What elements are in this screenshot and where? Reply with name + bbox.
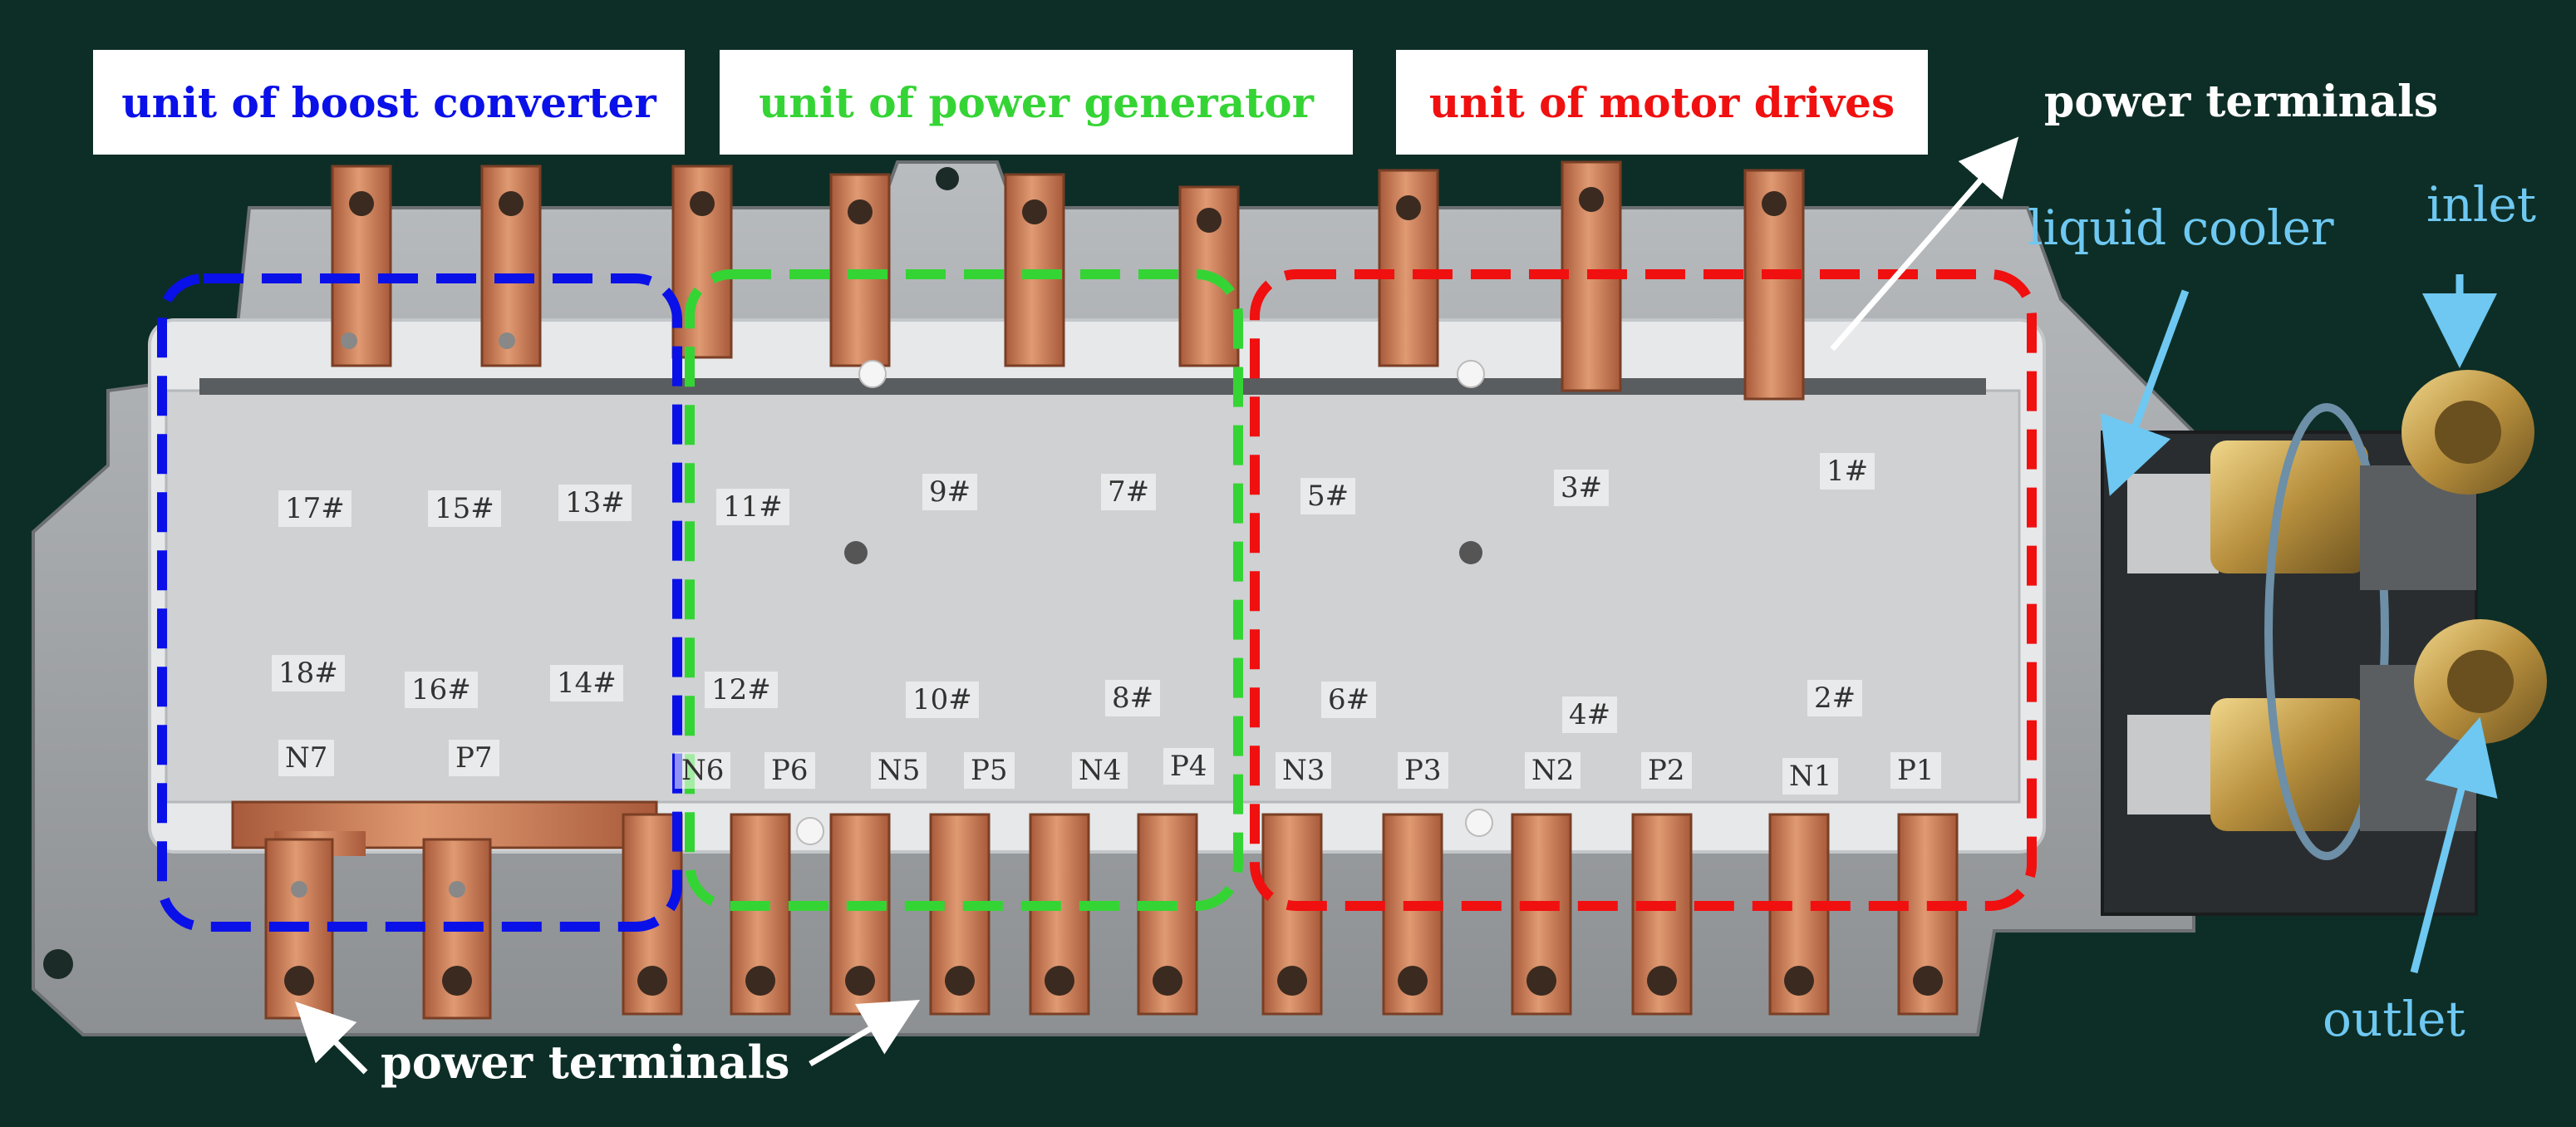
boost-outline	[157, 273, 682, 932]
label-boost-converter: unit of boost converter	[93, 50, 685, 155]
terminal-N1: N1	[1782, 758, 1839, 795]
copper-terminal	[730, 813, 791, 1016]
motor-outline	[1250, 269, 2037, 911]
terminal-N3: N3	[1276, 752, 1332, 789]
copper-terminal	[1029, 813, 1090, 1016]
terminal-N7: N7	[278, 740, 335, 776]
arrow-power-terminals-bottom-1	[295, 1002, 368, 1075]
cell-11: 11#	[716, 489, 789, 525]
terminal-P2: P2	[1641, 752, 1692, 789]
copper-terminal	[480, 165, 542, 367]
terminal-P6: P6	[764, 752, 815, 789]
terminal-P3: P3	[1398, 752, 1448, 789]
cell-2: 2#	[1807, 680, 1863, 716]
terminal-P5: P5	[964, 752, 1015, 789]
arrow-power-terminals-bottom-2	[809, 999, 921, 1067]
copper-terminal	[929, 813, 991, 1016]
cell-18: 18#	[272, 655, 345, 691]
label-motor-drives: unit of motor drives	[1396, 50, 1928, 155]
cell-6: 6#	[1321, 682, 1377, 718]
copper-terminal	[1631, 813, 1693, 1016]
cell-5: 5#	[1300, 478, 1356, 514]
label-power-generator: unit of power generator	[720, 50, 1353, 155]
copper-terminal	[1743, 169, 1805, 401]
cell-16: 16#	[405, 672, 478, 708]
label-liquid-cooler: liquid cooler	[2028, 199, 2334, 256]
cell-12: 12#	[705, 672, 778, 708]
cell-8: 8#	[1105, 680, 1161, 716]
label-power-terminals-bottom: power terminals	[381, 1036, 790, 1089]
copper-terminal	[1261, 813, 1323, 1016]
terminal-P7: P7	[449, 740, 499, 776]
terminal-N2: N2	[1525, 752, 1581, 789]
cell-1: 1#	[1820, 453, 1875, 490]
terminal-P1: P1	[1890, 752, 1941, 789]
terminal-N6: N6	[675, 752, 731, 789]
cell-17: 17#	[278, 490, 351, 527]
copper-terminal	[622, 813, 683, 1016]
label-outlet: outlet	[2323, 991, 2465, 1047]
arrow-liquid-cooler	[2100, 289, 2190, 496]
cell-14: 14#	[550, 665, 623, 701]
cell-3: 3#	[1554, 470, 1610, 506]
copper-terminal	[331, 165, 392, 367]
module-board	[165, 389, 2021, 804]
arrow-power-terminals-top	[1830, 136, 2019, 352]
cell-9: 9#	[922, 474, 978, 510]
copper-terminal	[1511, 813, 1572, 1016]
copper-terminal	[1137, 813, 1198, 1016]
copper-terminal	[829, 813, 891, 1016]
terminal-N5: N5	[871, 752, 927, 789]
terminal-P4: P4	[1163, 748, 1214, 785]
copper-terminal	[1897, 813, 1959, 1016]
copper-terminal	[1378, 169, 1439, 367]
copper-terminal	[1382, 813, 1443, 1016]
liquid-cooler-fittings	[2101, 370, 2547, 916]
cell-15: 15#	[428, 490, 501, 527]
arrow-outlet	[2410, 716, 2498, 974]
copper-terminal	[671, 165, 733, 359]
label-inlet: inlet	[2426, 176, 2537, 233]
cell-13: 13#	[558, 485, 632, 521]
generator-outline	[685, 269, 1243, 911]
cell-4: 4#	[1562, 696, 1618, 733]
cell-10: 10#	[906, 682, 979, 718]
terminal-N4: N4	[1072, 752, 1128, 789]
copper-terminal	[1178, 185, 1240, 367]
copper-terminal	[1768, 813, 1830, 1016]
cell-7: 7#	[1101, 474, 1157, 510]
label-power-terminals-top: power terminals	[2044, 76, 2439, 127]
